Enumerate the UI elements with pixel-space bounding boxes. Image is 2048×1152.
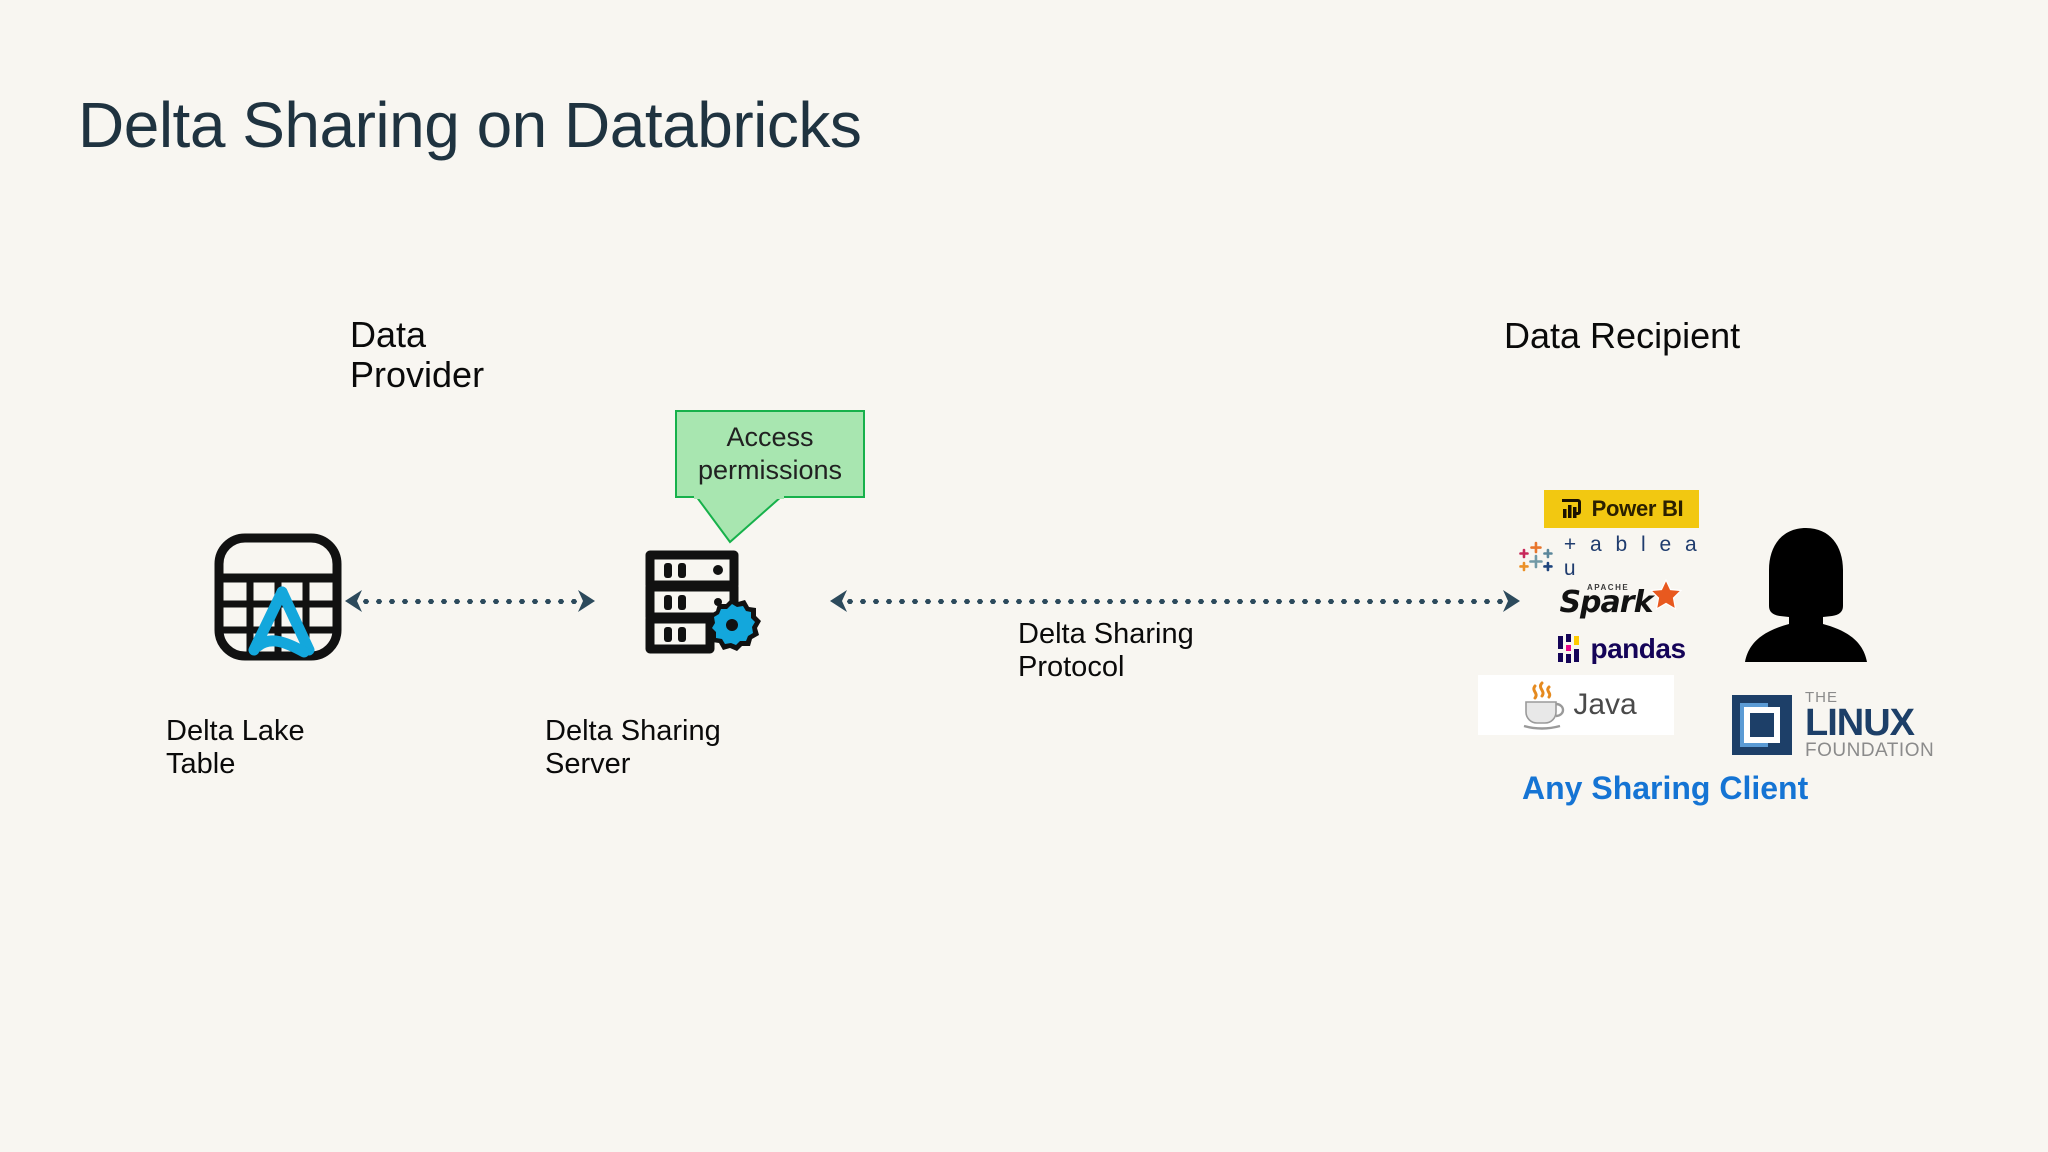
connector-line <box>362 598 578 604</box>
delta-lake-table-caption: Delta Lake Table <box>166 715 305 780</box>
delta-sharing-server-caption: Delta Sharing Server <box>545 715 721 780</box>
linux-foundation-linux: LINUX <box>1805 702 1915 744</box>
powerbi-icon <box>1561 499 1581 518</box>
java-logo-text: Java <box>1573 688 1637 721</box>
spark-star-icon <box>1649 578 1682 611</box>
tableau-logo-text: + a b l e a u <box>1563 533 1701 580</box>
arrowhead-right-icon <box>578 590 595 612</box>
server-rack-gear-icon <box>642 545 770 660</box>
callout-text: Access permissions <box>697 422 843 485</box>
delta-sharing-protocol-label: Delta Sharing Protocol <box>1018 618 1194 683</box>
linux-foundation-mark-icon <box>1732 695 1792 756</box>
tableau-logo: + a b l e a u <box>1516 533 1726 580</box>
spark-apache-text: APACHE <box>1587 583 1630 592</box>
arrowhead-left-icon <box>830 590 847 612</box>
java-coffee-icon <box>1523 681 1565 730</box>
arrowhead-right-icon <box>1503 590 1520 612</box>
arrowhead-left-icon <box>345 590 362 612</box>
linux-foundation-the: THE <box>1805 689 1838 706</box>
connector-table-to-server <box>345 588 595 614</box>
pandas-logo-text: pandas <box>1590 633 1686 664</box>
person-silhouette-icon <box>1745 528 1867 662</box>
any-sharing-client-label: Any Sharing Client <box>1522 770 1809 806</box>
spark-logo: APACHE Spark <box>1516 578 1726 625</box>
data-recipient-heading: Data Recipient <box>1504 315 1741 356</box>
tableau-icon <box>1519 541 1553 572</box>
java-logo: Java <box>1478 675 1674 735</box>
page-title: Delta Sharing on Databricks <box>78 89 862 161</box>
powerbi-logo-text: Power BI <box>1591 496 1684 521</box>
sharing-clients-group: Power BI + a b l e a u APACHE Spark <box>1478 490 1726 735</box>
powerbi-logo: Power BI <box>1543 490 1699 528</box>
pandas-icon <box>1558 634 1580 663</box>
callout-tail-icon <box>694 496 784 544</box>
linux-foundation-foundation: FOUNDATION <box>1805 740 1935 762</box>
data-provider-heading: Data Provider <box>350 314 485 396</box>
spark-logo-text: Spark <box>1559 584 1653 620</box>
table-grid-icon <box>212 532 352 662</box>
connector-server-to-recipient <box>830 588 1520 614</box>
linux-foundation-logo: THE LINUX FOUNDATION <box>1729 690 1934 760</box>
connector-line <box>847 598 1503 604</box>
access-permissions-callout: Access permissions <box>675 410 865 498</box>
pandas-logo: pandas <box>1516 629 1726 669</box>
